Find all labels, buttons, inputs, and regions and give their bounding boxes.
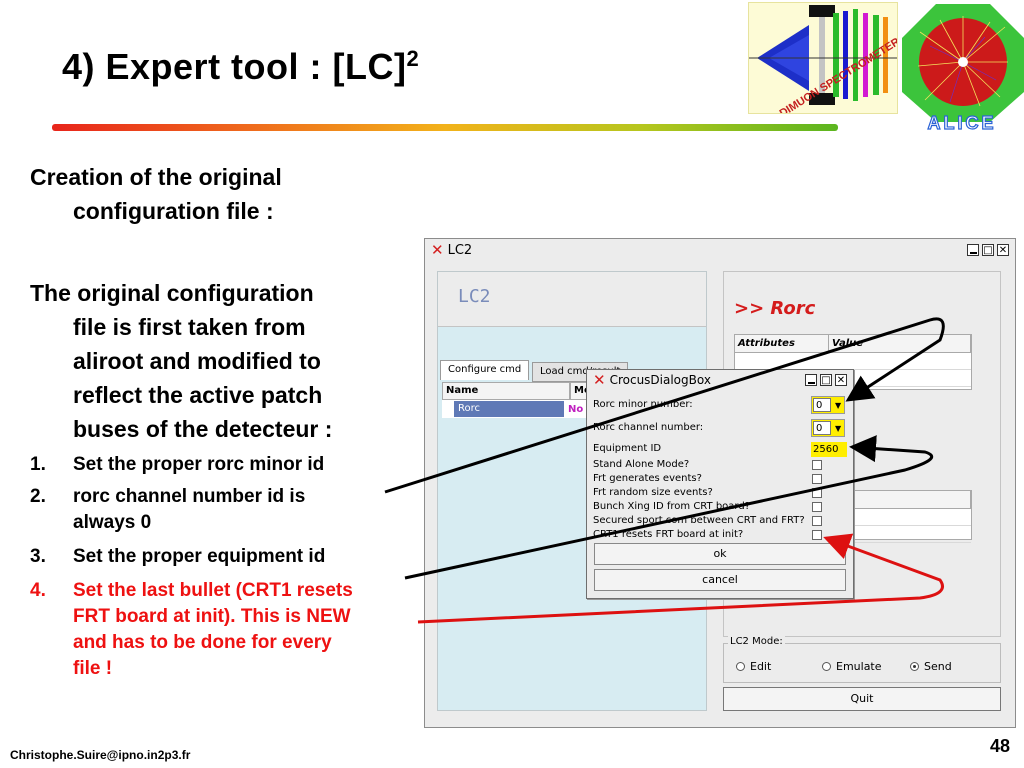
equipment-id-field[interactable]: 2560 bbox=[811, 442, 847, 457]
crocus-titlebar[interactable]: ✕ CrocusDialogBox □ ✕ bbox=[587, 370, 853, 390]
para-line-2: file is first taken from bbox=[73, 314, 306, 340]
crocus-title: CrocusDialogBox bbox=[609, 373, 711, 387]
equipment-id-label: Equipment ID bbox=[593, 443, 662, 454]
second-table: e bbox=[834, 490, 972, 543]
maximize-button[interactable]: □ bbox=[982, 244, 994, 256]
frt-generates-label: Frt generates events? bbox=[593, 473, 702, 484]
rorc-minor-spinbox[interactable]: 0▼ bbox=[811, 396, 845, 414]
rorc-channel-spinbox[interactable]: 0▼ bbox=[811, 419, 845, 437]
secured-sport-checkbox[interactable] bbox=[812, 516, 822, 526]
dimuon-spectrometer-logo: DIMUON SPECTROMETER bbox=[748, 2, 898, 114]
intro-text: Creation of the original configuration f… bbox=[30, 160, 400, 228]
rorc-minor-label: Rorc minor number: bbox=[593, 399, 693, 410]
secured-sport-label: Secured sport com between CRT and FRT? bbox=[593, 515, 805, 526]
para-line-1: The original configuration bbox=[30, 280, 314, 306]
close-button[interactable]: ✕ bbox=[835, 374, 847, 386]
page-number: 48 bbox=[990, 736, 1011, 756]
alice-logo-text: ALICE bbox=[928, 113, 997, 130]
mode-emulate-radio[interactable]: Emulate bbox=[822, 660, 882, 673]
maximize-button[interactable]: □ bbox=[820, 374, 832, 386]
slide-title: 4) Expert tool : [LC]2 bbox=[62, 46, 420, 87]
cancel-button[interactable]: cancel bbox=[594, 569, 846, 591]
ok-button[interactable]: ok bbox=[594, 543, 846, 565]
lc2-window-title: LC2 bbox=[447, 242, 473, 258]
tree-row-mode: No bbox=[568, 403, 584, 415]
step-3: 3. Set the proper equipment id bbox=[30, 546, 326, 567]
para-line-3: aliroot and modified to bbox=[73, 348, 321, 374]
tab-configure-cmd[interactable]: Configure cmd bbox=[440, 360, 530, 380]
lc2-header: LC2 bbox=[438, 272, 706, 327]
bunch-xing-label: Bunch Xing ID from CRT board? bbox=[593, 501, 750, 512]
standalone-label: Stand Alone Mode? bbox=[593, 459, 690, 470]
para-line-4: reflect the active patch bbox=[73, 382, 323, 408]
description-paragraph: The original configuration file is first… bbox=[30, 276, 415, 446]
x-window-icon: ✕ bbox=[593, 371, 606, 389]
x-window-icon: ✕ bbox=[431, 241, 444, 259]
frt-generates-checkbox[interactable] bbox=[812, 474, 822, 484]
lc2-mode-label: LC2 Mode: bbox=[728, 636, 785, 647]
lc2-app-label: LC2 bbox=[458, 286, 491, 307]
step-4: 4. Set the last bullet (CRT1 resets FRT … bbox=[30, 580, 353, 679]
para-line-5: buses of the detecteur : bbox=[73, 416, 333, 442]
title-divider bbox=[52, 124, 838, 131]
crt1-resets-checkbox[interactable] bbox=[812, 530, 822, 540]
minimize-button[interactable] bbox=[805, 374, 817, 386]
frt-random-checkbox[interactable] bbox=[812, 488, 822, 498]
lc2-titlebar[interactable]: ✕ LC2 □ ✕ bbox=[425, 239, 1015, 261]
crocus-dialog: ✕ CrocusDialogBox □ ✕ Rorc minor number:… bbox=[586, 369, 854, 599]
mode-send-radio[interactable]: Send bbox=[910, 660, 952, 673]
step-1: 1. Set the proper rorc minor id bbox=[30, 454, 325, 475]
rorc-heading: >> Rorc bbox=[734, 298, 816, 319]
frt-random-label: Frt random size events? bbox=[593, 487, 713, 498]
bunch-xing-checkbox[interactable] bbox=[812, 502, 822, 512]
lc2-mode-group: LC2 Mode: Edit Emulate Send bbox=[723, 636, 1001, 683]
chevron-down-icon: ▼ bbox=[835, 423, 842, 433]
attr-col-value[interactable]: Value bbox=[829, 335, 971, 353]
intro-line-1: Creation of the original bbox=[30, 164, 282, 190]
attr-col-attributes[interactable]: Attributes bbox=[735, 335, 829, 353]
tree-col-name[interactable]: Name bbox=[442, 382, 570, 400]
footer-email: Christophe.Suire@ipno.in2p3.fr bbox=[10, 748, 191, 762]
standalone-checkbox[interactable] bbox=[812, 460, 822, 470]
tree-row-name[interactable]: Rorc bbox=[454, 401, 564, 417]
alice-logo: ALICE bbox=[900, 2, 1024, 130]
minimize-button[interactable] bbox=[967, 244, 979, 256]
mode-edit-radio[interactable]: Edit bbox=[736, 660, 771, 673]
second-table-col[interactable]: e bbox=[835, 491, 971, 509]
step-2: 2. rorc channel number id is always 0 bbox=[30, 486, 306, 533]
rorc-channel-label: Rorc channel number: bbox=[593, 422, 704, 433]
crt1-resets-label: CRT1 resets FRT board at init? bbox=[593, 529, 744, 540]
intro-line-2: configuration file : bbox=[73, 198, 274, 224]
close-button[interactable]: ✕ bbox=[997, 244, 1009, 256]
chevron-down-icon: ▼ bbox=[835, 400, 842, 410]
quit-button[interactable]: Quit bbox=[723, 687, 1001, 711]
